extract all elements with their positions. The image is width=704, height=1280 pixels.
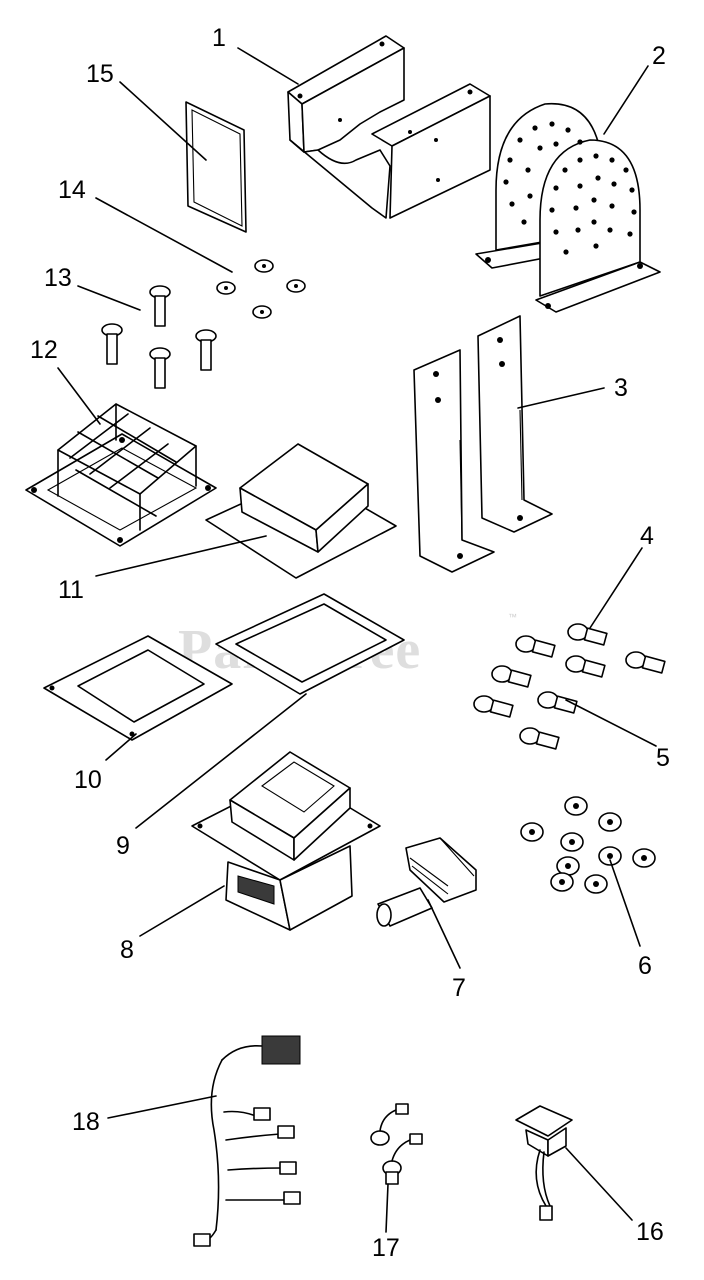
part-3-l-brackets [413,315,553,573]
part-11-cover [205,443,397,579]
callout-10: 10 [74,766,102,794]
part-13-bolts [101,285,217,389]
callout-12: 12 [30,336,58,364]
callout-18: 18 [72,1108,100,1136]
callout-1: 1 [212,24,226,52]
part-2-disc-bracket [475,102,661,313]
part-5-bolt [537,691,578,714]
callout-3: 3 [614,374,628,402]
callout-6: 6 [638,952,652,980]
callout-8: 8 [120,936,134,964]
callout-11: 11 [58,576,84,604]
callout-9: 9 [116,832,130,860]
part-6-lock-nuts [520,796,656,894]
callout-17: 17 [372,1234,400,1262]
part-1-mount-bracket [287,35,491,219]
callout-4: 4 [640,522,654,550]
part-17-sensors [370,1103,423,1185]
callout-5: 5 [656,744,670,772]
part-18-wiring-harness [193,1035,301,1247]
callout-7: 7 [452,974,466,1002]
callout-numbers: 1 2 3 4 5 6 7 8 9 10 11 12 13 14 15 16 1… [30,24,670,1262]
part-8-control-box [191,751,381,931]
part-12-wire-guard [25,403,217,547]
watermark-trademark: ™ [508,612,517,622]
callout-14: 14 [58,176,86,204]
callout-16: 16 [636,1218,664,1246]
part-16-switch [515,1105,573,1221]
callout-15: 15 [86,60,114,88]
part-14-nuts [216,259,306,319]
part-10-gasket-plate [43,635,233,741]
leader-lines [57,47,657,1233]
part-7-joystick [376,837,477,927]
part-15-decal [185,101,247,233]
callout-13: 13 [44,264,72,292]
part-4-bolts [473,623,666,750]
part-9-gasket [215,593,405,695]
callout-2: 2 [652,42,666,70]
